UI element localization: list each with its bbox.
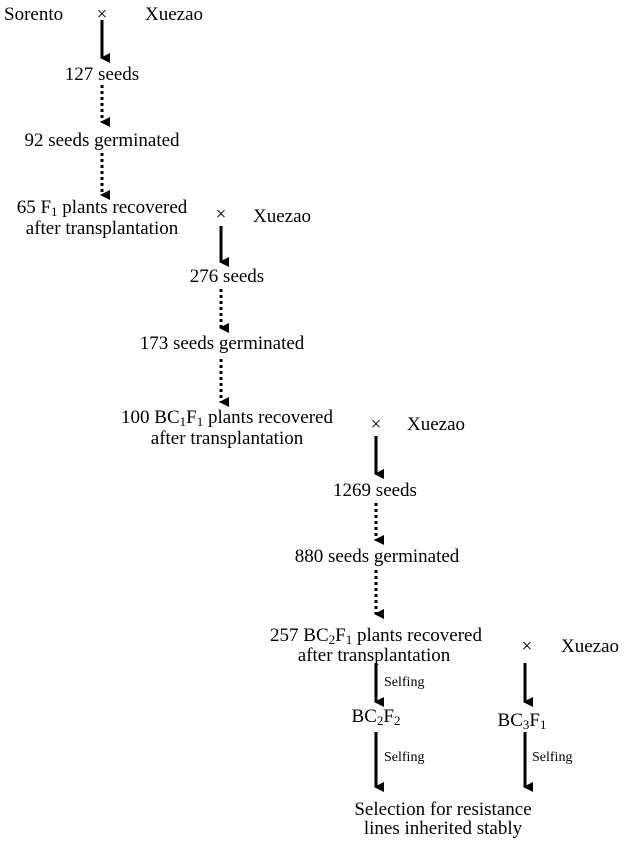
bc2f2-prefix: BC: [351, 706, 377, 727]
bc2-parent-xuezao: Xuezao: [407, 414, 466, 435]
parent-xuezao: Xuezao: [145, 4, 204, 25]
bc3f1-mid: F: [529, 710, 540, 731]
f1-after-transplantation: after transplantation: [25, 218, 179, 239]
cross-symbol-bc3: ×: [521, 636, 533, 657]
bc1-parent-xuezao: Xuezao: [253, 206, 312, 227]
parent-sorento: Sorento: [4, 4, 64, 25]
bc3f1-label: BC3F1: [498, 710, 547, 732]
bc2f2-label: BC2F2: [352, 706, 401, 728]
final-selection-line1: Selection for resistance: [354, 799, 532, 820]
bc2-plants-suffix: plants recovered: [352, 625, 482, 646]
bc2-seeds-label: 1269 seeds: [333, 480, 417, 501]
bc2-plants-mid: F: [335, 625, 346, 646]
bc3-parent-xuezao: Xuezao: [561, 636, 620, 657]
bc2-after-transplantation: after transplantation: [297, 645, 451, 666]
bc1-germinated-label: 173 seeds germinated: [139, 333, 305, 354]
bc2f2-selfing-label: Selfing: [384, 750, 425, 765]
bc2f2-sub2: 2: [393, 713, 401, 728]
bc2f2-mid: F: [383, 706, 394, 727]
bc3f1-sub2: 1: [539, 717, 547, 732]
bc1-plants-prefix: 100 BC: [121, 407, 180, 428]
bc2-plants-prefix: 257 BC: [270, 625, 329, 646]
bc1-seeds-label: 276 seeds: [189, 266, 265, 287]
bc2-plants-sub1: 2: [328, 632, 336, 647]
bc3-selfing-label: Selfing: [532, 750, 573, 765]
bc2-plants-label: 257 BC2F1 plants recovered: [270, 625, 482, 647]
cross-symbol-parents: ×: [96, 4, 108, 25]
f1-germinated-label: 92 seeds germinated: [24, 130, 180, 151]
bc1-after-transplantation: after transplantation: [150, 428, 304, 449]
bc2-plants-sub2: 1: [345, 632, 353, 647]
final-selection-line2: lines inherited stably: [363, 818, 523, 839]
bc1-plants-suffix: plants recovered: [203, 407, 333, 428]
cross-symbol-bc1: ×: [215, 204, 227, 225]
f1-plants-prefix: 65 F: [16, 197, 52, 218]
f1-plants-suffix: plants recovered: [57, 197, 188, 218]
bc2f1-selfing-label: Selfing: [384, 675, 425, 690]
bc3f1-prefix: BC: [497, 710, 523, 731]
bc3f1-sub1: 3: [522, 717, 530, 732]
bc1-plants-mid: F: [186, 407, 197, 428]
bc1-plants-sub1: 1: [179, 414, 187, 429]
bc2f2-sub1: 2: [376, 713, 384, 728]
cross-symbol-bc2: ×: [370, 414, 382, 435]
f1-plants-subscript: 1: [51, 204, 58, 219]
bc1-plants-label: 100 BC1F1 plants recovered: [121, 407, 333, 429]
f1-plants-label: 65 F1 plants recovered: [17, 197, 188, 219]
bc1-plants-sub2: 1: [196, 414, 204, 429]
f1-seeds-label: 127 seeds: [64, 64, 140, 85]
bc2-germinated-label: 880 seeds germinated: [294, 546, 460, 567]
